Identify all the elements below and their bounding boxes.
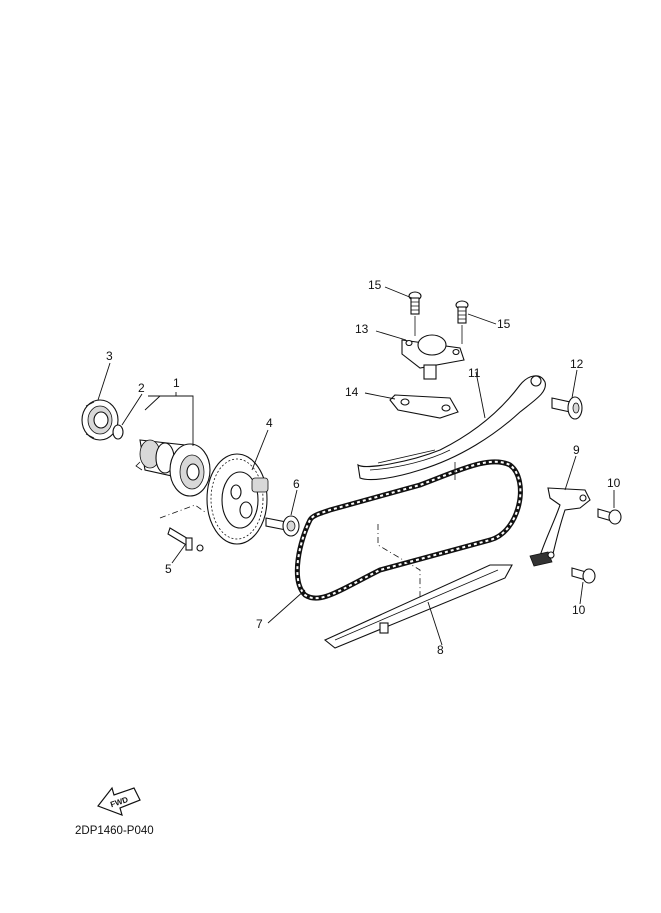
callout-10-lower: 10	[572, 603, 586, 617]
callout-15-left: 15	[368, 278, 382, 292]
drawing-code: 2DP1460-P040	[75, 825, 154, 837]
guide-stopper	[529, 487, 591, 567]
tensioner-bolt-right	[455, 300, 469, 324]
callout-11: 11	[468, 366, 481, 380]
callout-15-right: 15	[497, 317, 511, 331]
callout-2: 2	[138, 381, 145, 395]
camshaft	[135, 439, 211, 497]
callout-13: 13	[355, 322, 369, 336]
callout-12: 12	[570, 357, 584, 371]
callout-labels: 1 2 3 4 5 6 7 8 9 10 10 11 12 13 14 15 1…	[106, 278, 621, 657]
callout-10-upper: 10	[607, 476, 621, 490]
timing-chain	[294, 459, 523, 601]
sprocket-bolt	[265, 515, 300, 537]
callout-7: 7	[256, 617, 263, 631]
tensioner-bolt-left	[408, 291, 422, 315]
callout-3: 3	[106, 349, 113, 363]
callout-8: 8	[437, 643, 444, 657]
cam-sprocket	[206, 453, 269, 545]
tensioner-gasket	[389, 394, 459, 419]
tensioner-guide	[357, 375, 546, 481]
callout-5: 5	[165, 562, 172, 576]
stopper-bolt-lower	[571, 567, 596, 584]
bearing	[81, 399, 119, 441]
callout-9: 9	[573, 443, 580, 457]
callout-1: 1	[173, 376, 180, 390]
leader-lines	[97, 286, 615, 646]
stopper-bolt-upper	[597, 508, 622, 525]
callout-6: 6	[293, 477, 300, 491]
chain-guide	[323, 564, 513, 649]
guide-pivot-bolt	[551, 396, 583, 420]
forward-direction-arrow: FWD	[97, 786, 141, 816]
callout-14: 14	[345, 385, 359, 399]
decompression-lever	[167, 527, 204, 552]
chain-tensioner	[401, 334, 465, 380]
callout-4: 4	[266, 416, 273, 430]
o-ring	[112, 424, 124, 440]
